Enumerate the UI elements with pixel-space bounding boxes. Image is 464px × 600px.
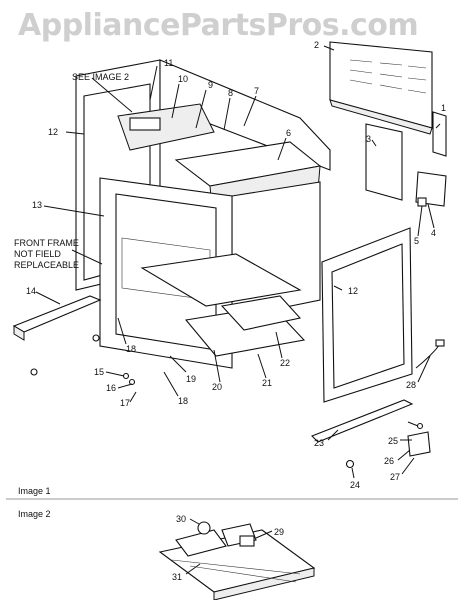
- callout-29: 29: [274, 527, 284, 537]
- heat-shield: [365, 123, 403, 201]
- callout-12-left: 12: [48, 127, 58, 137]
- front-frame-note-line-1: FRONT FRAME: [14, 238, 79, 248]
- clip: [417, 197, 427, 207]
- callout-4: 4: [431, 228, 436, 238]
- callout-26: 26: [384, 456, 394, 466]
- callout-17: 17: [120, 398, 130, 408]
- vent-strip: [432, 111, 447, 157]
- callout-25: 25: [388, 436, 398, 446]
- callout-28: 28: [406, 380, 416, 390]
- callout-11: 11: [164, 58, 173, 68]
- back-panel: [329, 41, 433, 135]
- callout-27: 27: [390, 472, 400, 482]
- callout-5: 5: [414, 236, 419, 246]
- oven-door: [321, 227, 413, 403]
- image-1-caption: Image 1: [18, 486, 51, 496]
- callout-15: 15: [94, 367, 104, 377]
- see-image-note: SEE IMAGE 2: [72, 72, 129, 82]
- callout-22: 22: [280, 358, 290, 368]
- callout-18-upper: 18: [126, 344, 136, 354]
- callout-8: 8: [228, 88, 233, 98]
- callout-20: 20: [212, 382, 222, 392]
- callout-2: 2: [314, 40, 319, 50]
- control-bracket-assembly: [158, 521, 316, 600]
- callout-13: 13: [32, 200, 42, 210]
- callout-6: 6: [286, 128, 291, 138]
- callout-12-door: 12: [348, 286, 358, 296]
- callout-3: 3: [366, 134, 371, 144]
- callout-10: 10: [178, 74, 188, 84]
- watermark-logo: AppliancePartsPros.com: [18, 8, 419, 43]
- screw-icons: [30, 334, 424, 469]
- front-frame-note-line-3: REPLACEABLE: [14, 260, 79, 270]
- front-frame-note-line-2: NOT FIELD: [14, 249, 61, 259]
- callout-18-lower: 18: [178, 396, 188, 406]
- callout-30: 30: [176, 514, 186, 524]
- wire-harness: [415, 343, 441, 369]
- image-2-caption: Image 2: [18, 509, 51, 519]
- callout-16: 16: [106, 383, 116, 393]
- callout-23: 23: [314, 438, 324, 448]
- control-bracket: [117, 103, 215, 151]
- callout-31: 31: [172, 572, 182, 582]
- oven-floor: [140, 253, 302, 307]
- callout-1: 1: [441, 103, 446, 113]
- callout-21: 21: [262, 378, 272, 388]
- callout-19: 19: [186, 374, 196, 384]
- callout-24: 24: [350, 480, 360, 490]
- callout-14: 14: [26, 286, 36, 296]
- callout-7: 7: [254, 86, 259, 96]
- drawer-slide-left: [12, 295, 102, 333]
- callout-9: 9: [208, 80, 213, 90]
- drawer-bracket: [407, 431, 431, 457]
